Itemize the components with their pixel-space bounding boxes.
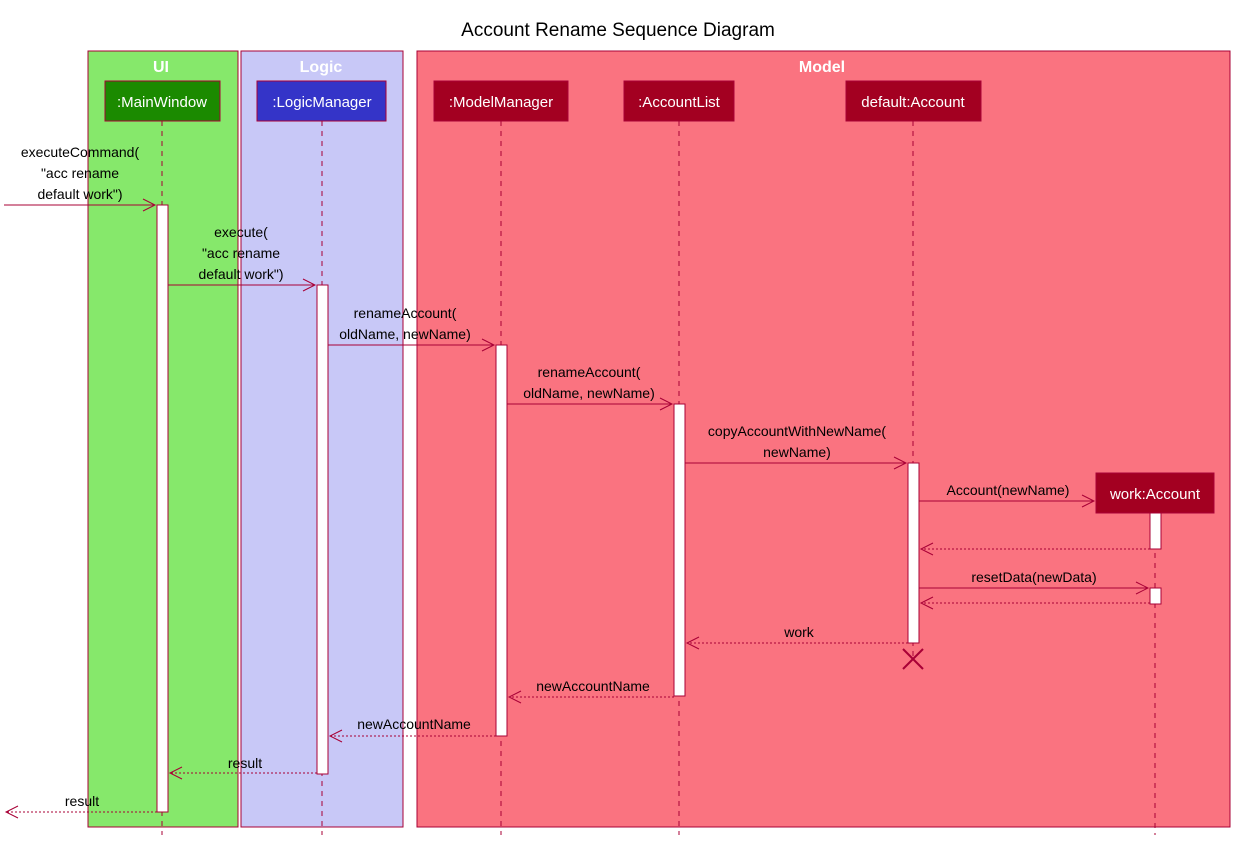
participant-mainwindow-label: :MainWindow bbox=[117, 94, 207, 111]
participant-accountlist-box bbox=[623, 80, 735, 122]
svg-text:result: result bbox=[65, 793, 99, 809]
participant-workaccount-label: work:Account bbox=[1109, 486, 1201, 503]
message-renameaccount-accountlist: renameAccount(oldName, newName) bbox=[507, 364, 674, 411]
svg-text:renameAccount(oldName, newName: renameAccount(oldName, newName) bbox=[339, 305, 471, 342]
svg-text:work: work bbox=[783, 624, 815, 640]
participant-logicmanager-box bbox=[256, 80, 387, 122]
participant-modelmanager-label: :ModelManager bbox=[449, 94, 553, 111]
message-account-create: Account(newName) bbox=[919, 482, 1096, 508]
message-return-newaccountname-2: newAccountName bbox=[328, 716, 496, 743]
destroy-marker bbox=[902, 648, 924, 670]
group-logic-title: Logic bbox=[300, 59, 343, 76]
svg-text:renameAccount(oldName, newName: renameAccount(oldName, newName) bbox=[523, 364, 655, 401]
svg-text:newAccountName: newAccountName bbox=[536, 678, 650, 694]
svg-text:newAccountName: newAccountName bbox=[357, 716, 471, 732]
group-model-title: Model bbox=[799, 59, 845, 76]
participant-modelmanager-box bbox=[433, 80, 569, 122]
message-return-result-1: result bbox=[168, 755, 317, 780]
message-return-newaccountname-1: newAccountName bbox=[507, 678, 674, 704]
activation-workaccount-2 bbox=[1149, 587, 1162, 605]
activation-modelmanager bbox=[495, 344, 508, 737]
activation-defaultaccount bbox=[907, 462, 920, 644]
participant-accountlist-label: :AccountList bbox=[638, 94, 721, 111]
group-model-box bbox=[416, 50, 1231, 828]
participant-mainwindow-box bbox=[104, 80, 221, 122]
participant-defaultaccount-label: default:Account bbox=[861, 94, 965, 111]
activation-logicmanager bbox=[316, 284, 329, 775]
svg-text:result: result bbox=[228, 755, 262, 771]
svg-text:resetData(newData): resetData(newData) bbox=[971, 569, 1096, 585]
group-ui-title: UI bbox=[153, 59, 169, 76]
svg-text:Account(newName): Account(newName) bbox=[947, 482, 1070, 498]
activation-workaccount-1 bbox=[1149, 512, 1162, 550]
message-copyaccountwithnewname: copyAccountWithNewName(newName) bbox=[685, 423, 908, 470]
message-return-create bbox=[919, 542, 1150, 556]
diagram-title: Account Rename Sequence Diagram bbox=[461, 20, 775, 41]
message-return-work: work bbox=[685, 624, 908, 650]
message-return-resetdata bbox=[919, 596, 1150, 610]
activation-accountlist bbox=[673, 403, 686, 697]
participant-logicmanager-label: :LogicManager bbox=[272, 94, 371, 111]
svg-text:copyAccountWithNewName(newName: copyAccountWithNewName(newName) bbox=[708, 423, 887, 460]
participant-defaultaccount-box bbox=[845, 80, 982, 122]
message-return-result-2: result bbox=[4, 793, 157, 819]
message-resetdata: resetData(newData) bbox=[919, 569, 1150, 595]
activation-mainwindow bbox=[156, 204, 169, 813]
message-renameaccount-modelmanager: renameAccount(oldName, newName) bbox=[328, 305, 496, 352]
